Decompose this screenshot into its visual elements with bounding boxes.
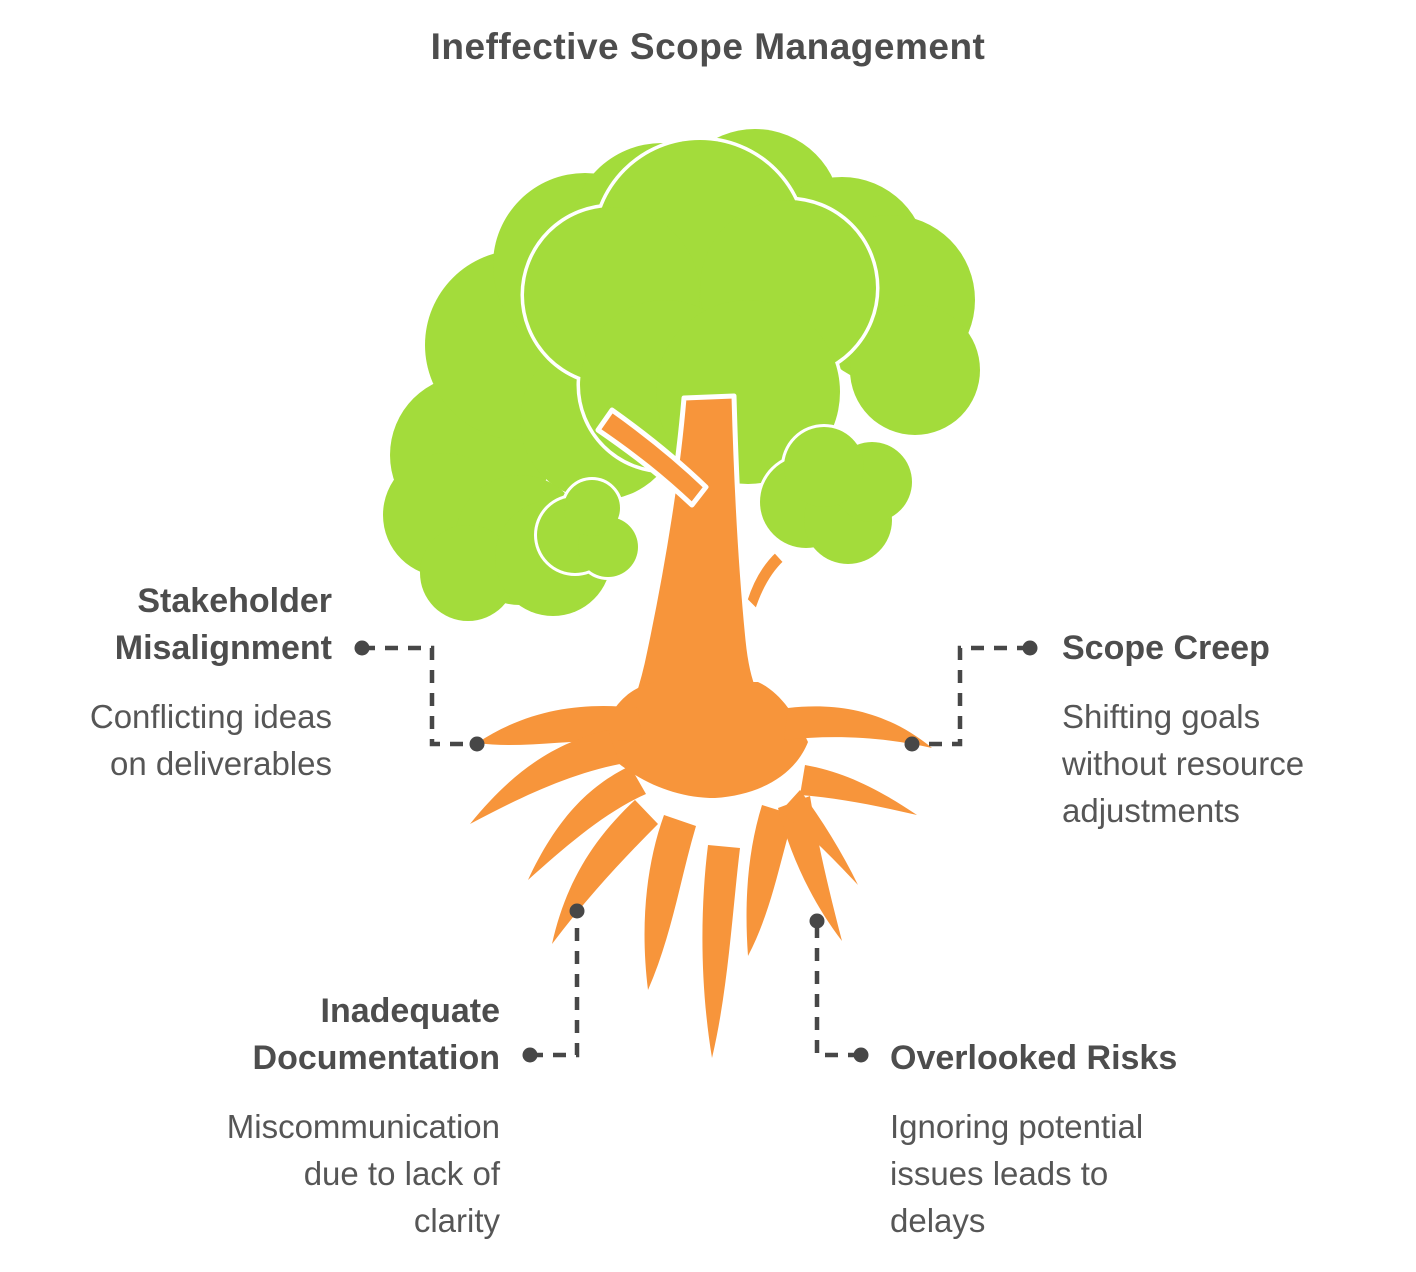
callout-heading: Overlooked Risks: [890, 1039, 1178, 1077]
callout-heading: Scope Creep: [1062, 629, 1270, 667]
callout-description: Conflicting ideas on deliverables: [89, 698, 332, 782]
connector-overlooked-risks: [814, 921, 861, 1058]
callout-heading: Inadequate Documentation: [252, 992, 500, 1077]
connector-stakeholder-misalignment: [362, 645, 477, 747]
page-title: Ineffective Scope Management: [430, 26, 986, 67]
callout-description: Ignoring potential issues leads to delay…: [890, 1108, 1144, 1239]
connector-inadequate-documentation: [530, 911, 580, 1058]
callout-heading: Stakeholder Misalignment: [114, 582, 332, 667]
callout-scope-creep: Scope Creep Shifting goals without resou…: [1062, 625, 1402, 834]
connector-scope-creep: [912, 645, 1030, 747]
callout-overlooked-risks: Overlooked Risks Ignoring potential issu…: [890, 1035, 1250, 1244]
callout-description: Shifting goals without resource adjustme…: [1062, 698, 1305, 829]
connector-lines: [362, 645, 1030, 1058]
callout-description: Miscommunication due to lack of clarity: [226, 1108, 500, 1239]
callout-stakeholder-misalignment: Stakeholder Misalignment Conflicting ide…: [0, 578, 332, 787]
callout-inadequate-documentation: Inadequate Documentation Miscommunicatio…: [100, 988, 500, 1244]
connector-dots: [354, 640, 1038, 1063]
roots-icon: [470, 682, 932, 1058]
